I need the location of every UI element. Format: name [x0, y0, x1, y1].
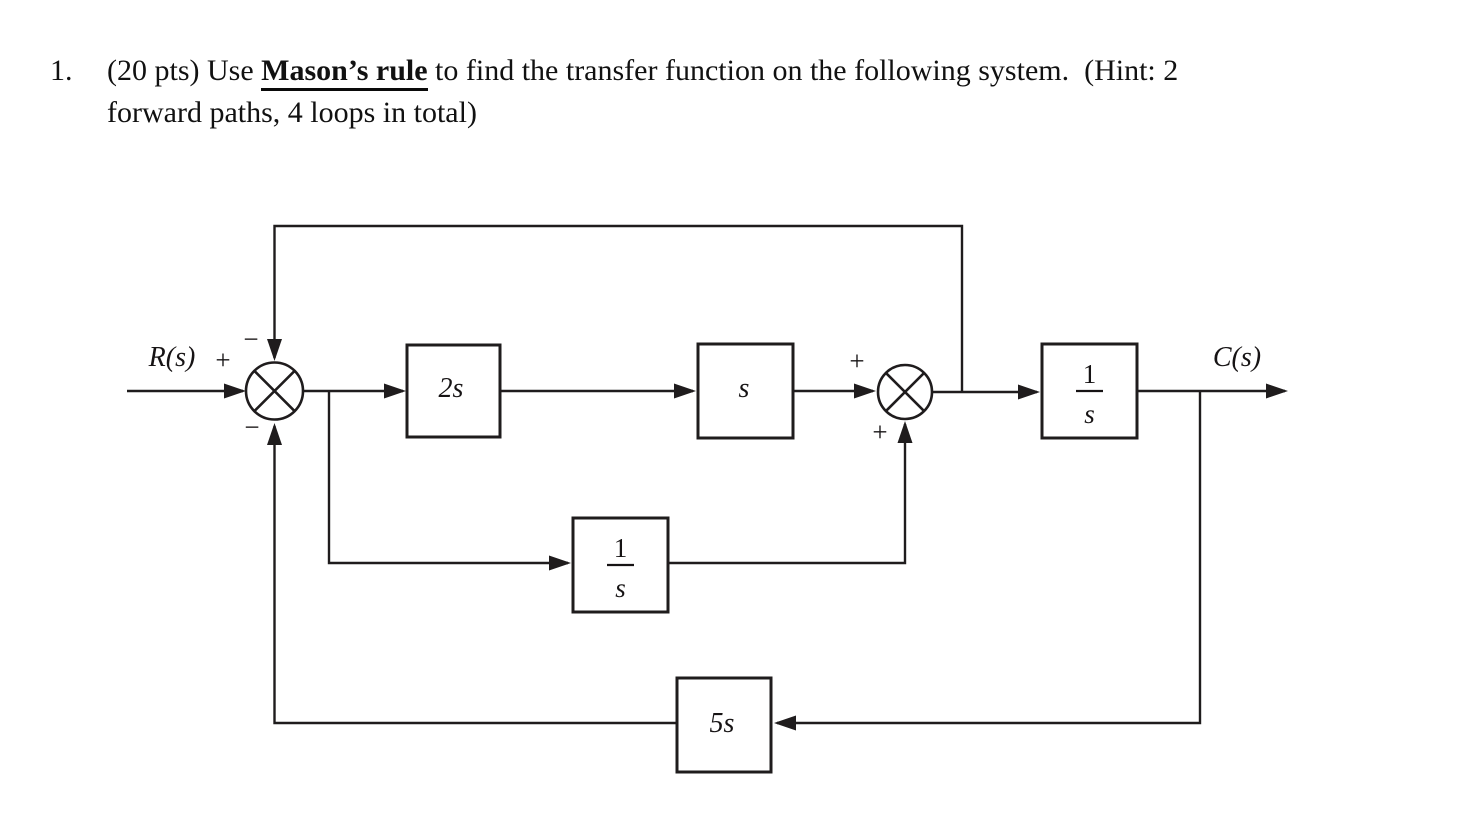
- question-emphasis: Mason’s rule: [261, 54, 428, 91]
- summing-junction-2-cross: [884, 371, 926, 413]
- sum1-minus-top-sign: −: [243, 324, 258, 354]
- sum1-plus-sign: +: [215, 345, 230, 375]
- block-forward2-label: s: [739, 373, 750, 404]
- sum2-plus-left-sign: +: [849, 346, 864, 376]
- branch-integrator-numerator: 1: [614, 533, 628, 563]
- top-feedback-line: [267, 224, 964, 391]
- output-signal-label: C(s): [1213, 342, 1261, 373]
- block-forward2: [696, 342, 795, 440]
- bottom-feedback-right-line: [774, 391, 1202, 731]
- input-signal-label: R(s): [148, 342, 196, 373]
- branch-to-integrator-line: [327, 391, 571, 571]
- summing-junction-1-cross: [253, 369, 296, 413]
- question: 1. (20 pts) Use Mason’s rule to find the…: [50, 50, 1440, 134]
- block-forward1: [405, 343, 502, 439]
- question-text-before: (20 pts) Use: [107, 54, 262, 87]
- question-text-after: to find the transfer function on the fol…: [427, 54, 1179, 87]
- block-forward1-label: 2s: [439, 373, 464, 404]
- bottom-feedback-left-line: [267, 423, 677, 725]
- question-text-line2: forward paths, 4 loops in total): [107, 96, 477, 129]
- sum2-plus-bottom-sign: +: [872, 417, 887, 447]
- integrator-to-sum2-line: [668, 421, 913, 565]
- output-integrator-numerator: 1: [1083, 359, 1097, 389]
- block-feedback-label: 5s: [710, 708, 735, 739]
- question-number: 1.: [50, 54, 73, 87]
- sum1-minus-bottom-sign: −: [244, 412, 259, 442]
- output-integrator-denominator: s: [1084, 399, 1095, 429]
- branch-integrator-denominator: s: [615, 573, 626, 603]
- block-feedback: [675, 676, 773, 774]
- question-text: (20 pts) Use Mason’s rule to find the tr…: [107, 50, 1440, 134]
